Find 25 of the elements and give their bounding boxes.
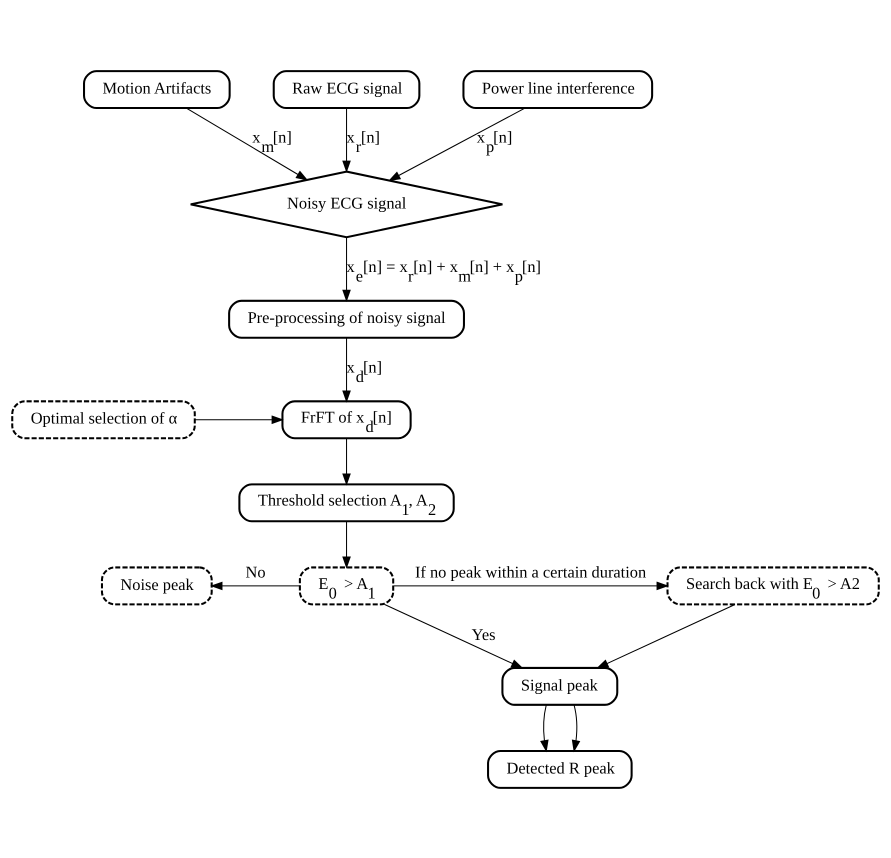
arrow bbox=[596, 604, 736, 668]
node-box: Optimal selection of α bbox=[11, 400, 196, 439]
arrow bbox=[342, 438, 351, 486]
edge-label: If no peak within a certain duration bbox=[414, 562, 646, 581]
arrow bbox=[342, 108, 351, 172]
arrow bbox=[342, 520, 351, 568]
arrow bbox=[572, 704, 580, 752]
arrow bbox=[210, 581, 300, 590]
node-box: Pre-processing of noisy signal bbox=[228, 299, 465, 338]
arrow bbox=[195, 414, 284, 424]
arrow bbox=[540, 704, 549, 752]
node-box: Raw ECG signal bbox=[272, 70, 420, 109]
node-box: Noise peak bbox=[100, 566, 213, 605]
node-box: Detected R peak bbox=[487, 749, 633, 788]
arrow bbox=[342, 337, 351, 402]
node-box: Signal peak bbox=[501, 666, 618, 706]
arrow bbox=[393, 581, 669, 590]
arrow bbox=[388, 107, 526, 181]
edge-label: Yes bbox=[472, 624, 496, 644]
arrow bbox=[186, 107, 308, 180]
arrow bbox=[384, 604, 524, 668]
node-box: Power line interference bbox=[462, 70, 654, 109]
node-box: Motion Artifacts bbox=[83, 70, 231, 109]
arrow bbox=[342, 236, 351, 302]
edge-label: No bbox=[246, 562, 266, 581]
